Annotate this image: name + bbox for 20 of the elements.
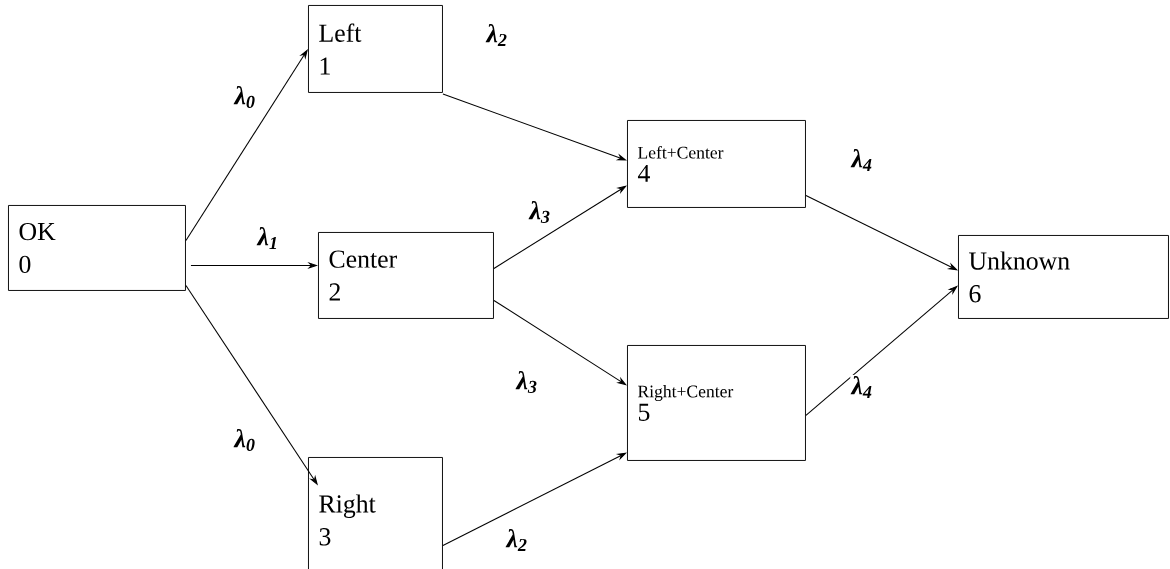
arrow (442, 452, 627, 546)
state-box: Left+Center 4 (627, 120, 806, 208)
edge-label: λ$_{3}$ (528, 199, 552, 225)
edge-label: λ$_{0}$ (233, 427, 257, 453)
state-box: Right+Center 5 (627, 345, 806, 461)
state-box: OK 0 (8, 205, 186, 291)
edge-label: λ$_{2}$ (505, 527, 529, 553)
edge-label: λ$_{0}$ (233, 84, 257, 110)
edge-label: λ$_{1}$ (256, 225, 280, 251)
arrow (805, 194, 958, 271)
edge-label: λ$_{3}$ (515, 369, 539, 395)
state-box: Unknown 6 (958, 235, 1169, 319)
edge-label: λ$_{2}$ (485, 22, 509, 48)
edge-label: λ$_{4}$ (850, 374, 874, 400)
state-box: Left 1 (308, 5, 443, 93)
state-box: Right 3 (308, 457, 443, 569)
edge-label: λ$_{4}$ (850, 147, 874, 173)
arrow (493, 299, 627, 386)
state-box: Center 2 (318, 232, 494, 319)
arrow (493, 185, 627, 269)
